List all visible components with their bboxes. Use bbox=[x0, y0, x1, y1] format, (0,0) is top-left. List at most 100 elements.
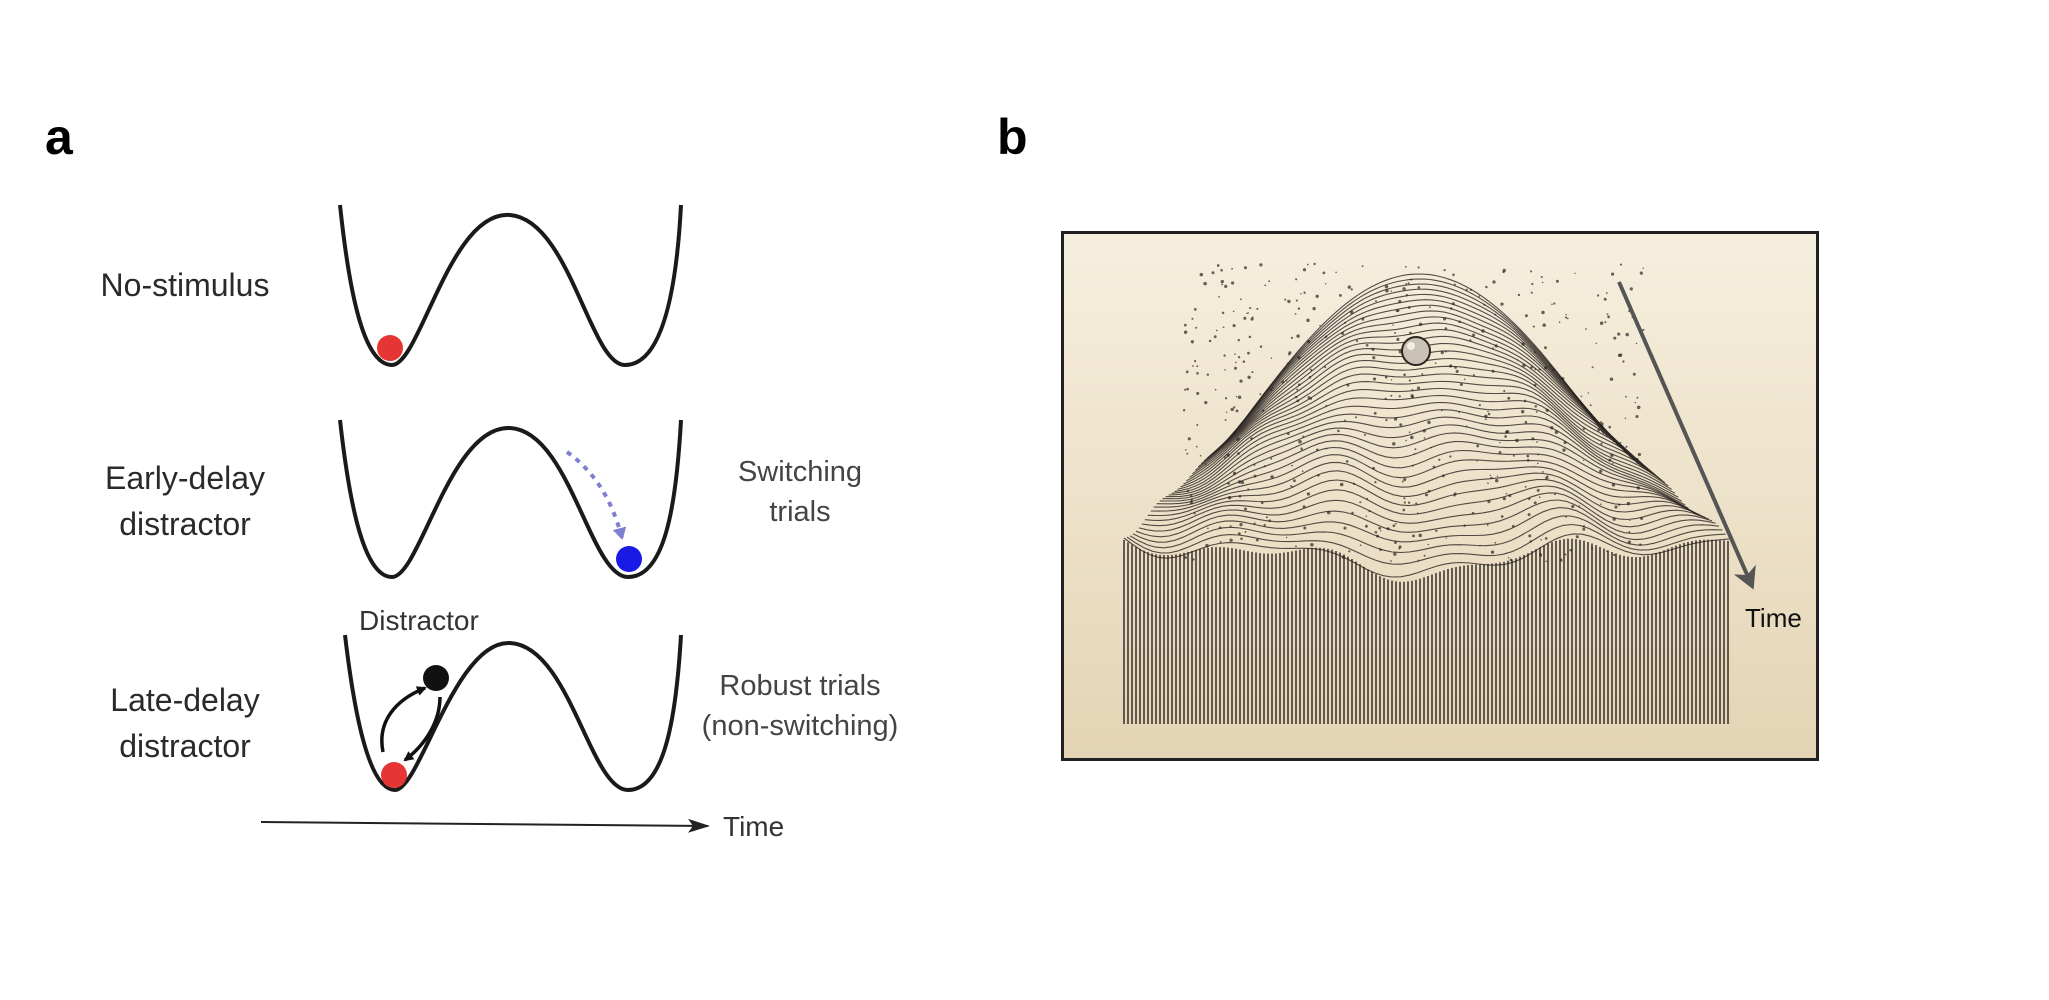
stipple-dot bbox=[1435, 529, 1438, 533]
stipple-dot bbox=[1498, 451, 1502, 454]
stipple-dot bbox=[1540, 275, 1543, 279]
stipple-dot bbox=[1471, 511, 1475, 515]
stipple-dot bbox=[1481, 329, 1485, 333]
time-arrow bbox=[260, 818, 710, 833]
stipple-dot bbox=[1416, 386, 1421, 390]
stipple-dot bbox=[1251, 371, 1254, 374]
stipple-dot bbox=[1218, 296, 1220, 298]
stipple-dot bbox=[1196, 365, 1199, 368]
stipple-dot bbox=[1469, 288, 1473, 292]
switching-trials-label: Switching trials bbox=[700, 452, 900, 532]
stipple-dot bbox=[1347, 285, 1351, 289]
stipple-dot bbox=[1635, 414, 1639, 419]
stipple-dot bbox=[1414, 448, 1417, 451]
stipple-dot bbox=[1324, 283, 1327, 285]
stipple-dot bbox=[1296, 399, 1300, 403]
stipple-dot bbox=[1417, 266, 1420, 269]
stipple-dot bbox=[1521, 342, 1525, 346]
stipple-dot bbox=[1230, 407, 1234, 412]
row-label-early-delay-line-2: distractor bbox=[119, 506, 251, 542]
stipple-dot bbox=[1307, 340, 1311, 344]
stipple-dot bbox=[1224, 397, 1228, 400]
stipple-dot bbox=[1396, 309, 1400, 312]
stipple-dot bbox=[1478, 404, 1481, 407]
stipple-dot bbox=[1349, 310, 1354, 315]
stipple-dot bbox=[1484, 418, 1487, 421]
stipple-dot bbox=[1637, 452, 1642, 457]
stipple-dot bbox=[1614, 505, 1618, 509]
stipple-dot bbox=[1270, 475, 1274, 479]
row-label-early-delay-line-1: Early-delay bbox=[104, 460, 266, 496]
stipple-dot bbox=[1183, 330, 1188, 334]
stipple-dot bbox=[1294, 313, 1297, 315]
stipple-dot bbox=[1569, 549, 1572, 552]
stipple-dot bbox=[1325, 404, 1328, 407]
stipple-dot bbox=[1549, 365, 1552, 368]
contour-line bbox=[1203, 328, 1639, 465]
contour-line bbox=[1233, 273, 1605, 435]
stipple-dot bbox=[1221, 311, 1225, 315]
stipple-dot bbox=[1416, 512, 1419, 515]
stipple-dot bbox=[1220, 279, 1224, 284]
stipple-dot bbox=[1611, 483, 1616, 487]
contour-line bbox=[1183, 380, 1662, 485]
stipple-dot bbox=[1430, 446, 1433, 449]
stipple-dot bbox=[1599, 421, 1602, 424]
stipple-dot bbox=[1384, 284, 1389, 289]
stipple-dot bbox=[1231, 267, 1233, 270]
stipple-dot bbox=[1290, 336, 1294, 340]
stipple-dot bbox=[1635, 342, 1638, 345]
stipple-dot bbox=[1636, 405, 1641, 410]
stipple-dot bbox=[1441, 474, 1445, 478]
stipple-dot bbox=[1613, 553, 1616, 557]
contour-line bbox=[1186, 373, 1659, 482]
stipple-dot bbox=[1608, 458, 1612, 462]
stipple-dot bbox=[1507, 396, 1511, 400]
stipple-dot bbox=[1603, 297, 1607, 301]
stipple-dot bbox=[1246, 312, 1248, 315]
stipple-dot bbox=[1487, 482, 1489, 485]
stipple-dot bbox=[1187, 437, 1191, 441]
row-label-late-delay-line-1: Late-delay bbox=[110, 682, 260, 718]
stipple-dot bbox=[1599, 469, 1603, 473]
stipple-dot bbox=[1302, 435, 1305, 438]
stipple-dot bbox=[1365, 515, 1368, 518]
stipple-dot bbox=[1432, 465, 1436, 469]
stipple-dot bbox=[1454, 366, 1457, 369]
stipple-dot bbox=[1629, 287, 1633, 291]
stipple-dot bbox=[1487, 500, 1491, 504]
stipple-dot bbox=[1417, 286, 1421, 289]
stipple-dot bbox=[1545, 560, 1548, 563]
stipple-dot bbox=[1307, 396, 1311, 400]
stipple-dot bbox=[1591, 366, 1594, 369]
stipple-dot bbox=[1492, 347, 1494, 350]
stipple-dot bbox=[1483, 303, 1486, 306]
stipple-dot bbox=[1538, 368, 1541, 371]
stipple-dot bbox=[1597, 429, 1600, 432]
stipple-dot bbox=[1317, 474, 1320, 477]
stipple-dot bbox=[1296, 334, 1300, 338]
stipple-dot bbox=[1524, 420, 1528, 424]
stipple-dot bbox=[1216, 264, 1220, 267]
stipple-dot bbox=[1596, 294, 1600, 297]
stipple-dot bbox=[1617, 353, 1621, 357]
stipple-dot bbox=[1496, 475, 1499, 477]
stipple-dot bbox=[1298, 440, 1302, 444]
stipple-dot bbox=[1343, 526, 1347, 530]
stipple-dot bbox=[1324, 366, 1327, 369]
stipple-dot bbox=[1494, 344, 1498, 348]
contour-line bbox=[1156, 446, 1693, 512]
stipple-dot bbox=[1608, 425, 1612, 429]
stipple-dot bbox=[1394, 541, 1397, 544]
stipple-dot bbox=[1390, 290, 1392, 292]
stipple-dot bbox=[1359, 501, 1362, 504]
stipple-dot bbox=[1478, 295, 1481, 298]
stipple-dot bbox=[1438, 458, 1441, 461]
stipple-dot bbox=[1531, 282, 1534, 286]
stipple-dot bbox=[1286, 362, 1289, 365]
stipple-dot bbox=[1463, 378, 1466, 381]
stipple-dot bbox=[1415, 502, 1418, 505]
stipple-dot bbox=[1294, 395, 1298, 399]
landscape-ball bbox=[1401, 336, 1431, 366]
stipple-dot bbox=[1428, 306, 1431, 309]
